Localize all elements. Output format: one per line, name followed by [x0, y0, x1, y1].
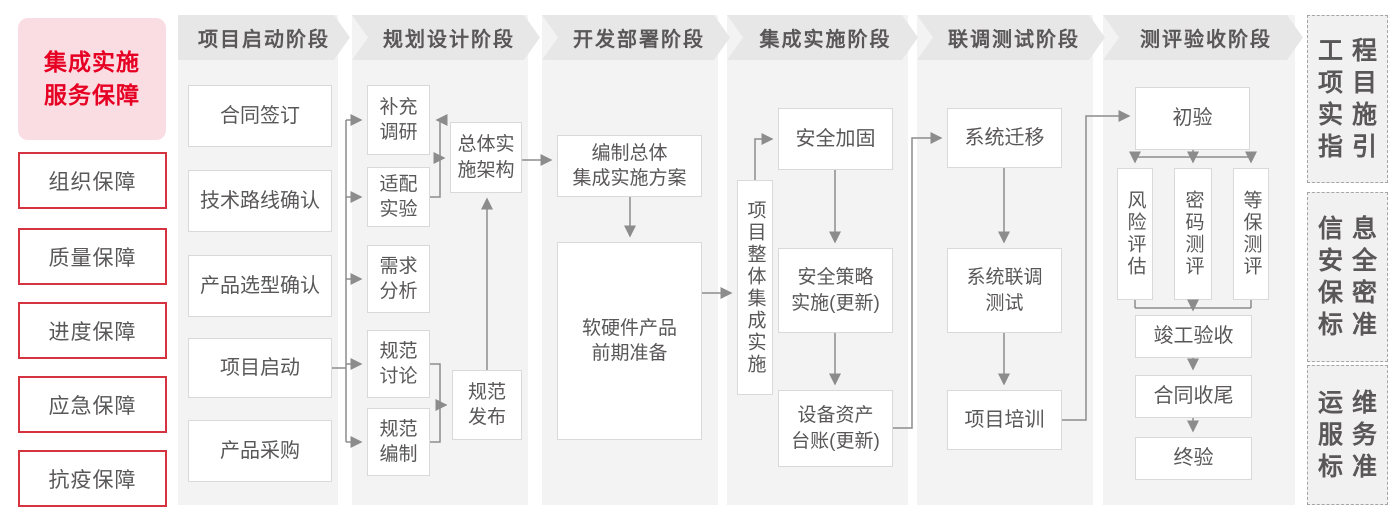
reference-line: 项目 — [1317, 69, 1386, 97]
phase-header-dev-deploy: 开发部署阶段 — [542, 15, 730, 60]
phase-header-project-kickoff: 项目启动阶段 — [178, 15, 350, 60]
reference-line: 保密 — [1317, 279, 1386, 307]
sidebar-title: 集成实施 服务保障 — [18, 18, 166, 140]
flow-box-initial-acceptance: 初验 — [1135, 87, 1250, 150]
reference-line: 标准 — [1317, 453, 1386, 481]
flow-box-joint-debug-test: 系统联调 测试 — [947, 248, 1062, 333]
flow-box-overall-architecture: 总体实 施架构 — [450, 122, 522, 193]
phase-header-planning-design: 规划设计阶段 — [352, 15, 540, 60]
flow-box-adaptation-test: 适配 实验 — [367, 167, 430, 227]
reference-box-ops-service-standard: 运维 服务 标准 — [1307, 365, 1388, 505]
sidebar-item-schedule: 进度保障 — [18, 302, 167, 359]
flow-box-mlps-evaluation: 等保测评 — [1233, 168, 1269, 300]
flow-box-spec-discussion: 规范 讨论 — [367, 330, 430, 398]
flow-box-contract-closure: 合同收尾 — [1135, 375, 1252, 418]
phase-header-joint-test: 联调测试阶段 — [917, 15, 1105, 60]
flow-box-tech-route-confirm: 技术路线确认 — [188, 170, 332, 232]
reference-box-infosec-confidentiality-standard: 信息 安全 保密 标准 — [1307, 192, 1388, 362]
flow-box-contract-sign: 合同签订 — [188, 85, 332, 147]
flow-box-product-preparation: 软硬件产品 前期准备 — [557, 242, 702, 440]
flow-box-overall-plan: 编制总体 集成实施方案 — [557, 135, 702, 197]
flow-box-final-acceptance: 终验 — [1135, 437, 1252, 480]
reference-line: 服务 — [1317, 421, 1386, 449]
reference-line: 工程 — [1317, 37, 1386, 65]
sidebar-item-organization: 组织保障 — [18, 152, 167, 209]
phase-header-evaluation-acceptance: 测评验收阶段 — [1103, 15, 1303, 60]
reference-box-project-implementation-guide: 工程 项目 实施 指引 — [1307, 15, 1388, 183]
flow-box-spec-release: 规范 发布 — [452, 370, 522, 440]
sidebar-item-epidemic: 抗疫保障 — [18, 450, 167, 507]
sidebar-item-quality: 质量保障 — [18, 228, 167, 285]
flow-box-system-migration: 系统迁移 — [947, 108, 1062, 168]
reference-line: 运维 — [1317, 389, 1386, 417]
reference-line: 实施 — [1317, 101, 1386, 129]
flow-box-asset-ledger: 设备资产 台账(更新) — [778, 390, 893, 467]
reference-line: 指引 — [1317, 133, 1386, 161]
reference-line: 安全 — [1317, 247, 1386, 275]
flow-box-product-procurement: 产品采购 — [188, 420, 332, 482]
flow-box-security-hardening: 安全加固 — [778, 108, 893, 170]
flow-box-supplementary-research: 补充 调研 — [367, 85, 430, 155]
flow-box-overall-integration: 项目整体集成实施 — [737, 180, 773, 395]
flow-box-crypto-evaluation: 密码测评 — [1174, 168, 1212, 300]
reference-line: 标准 — [1317, 311, 1386, 339]
flow-box-project-training: 项目培训 — [947, 390, 1062, 450]
reference-line: 信息 — [1317, 215, 1386, 243]
flow-box-security-policy: 安全策略 实施(更新) — [778, 248, 893, 333]
flow-box-project-kickoff: 项目启动 — [188, 338, 332, 398]
flow-box-product-selection-confirm: 产品选型确认 — [188, 255, 332, 317]
flow-box-spec-compilation: 规范 编制 — [367, 408, 430, 476]
flow-box-completion-acceptance: 竣工验收 — [1135, 315, 1252, 358]
flow-box-risk-assessment: 风险评估 — [1117, 168, 1153, 300]
flow-box-requirement-analysis: 需求 分析 — [367, 245, 430, 313]
phase-header-integration: 集成实施阶段 — [727, 15, 918, 60]
sidebar-item-emergency: 应急保障 — [18, 376, 167, 433]
